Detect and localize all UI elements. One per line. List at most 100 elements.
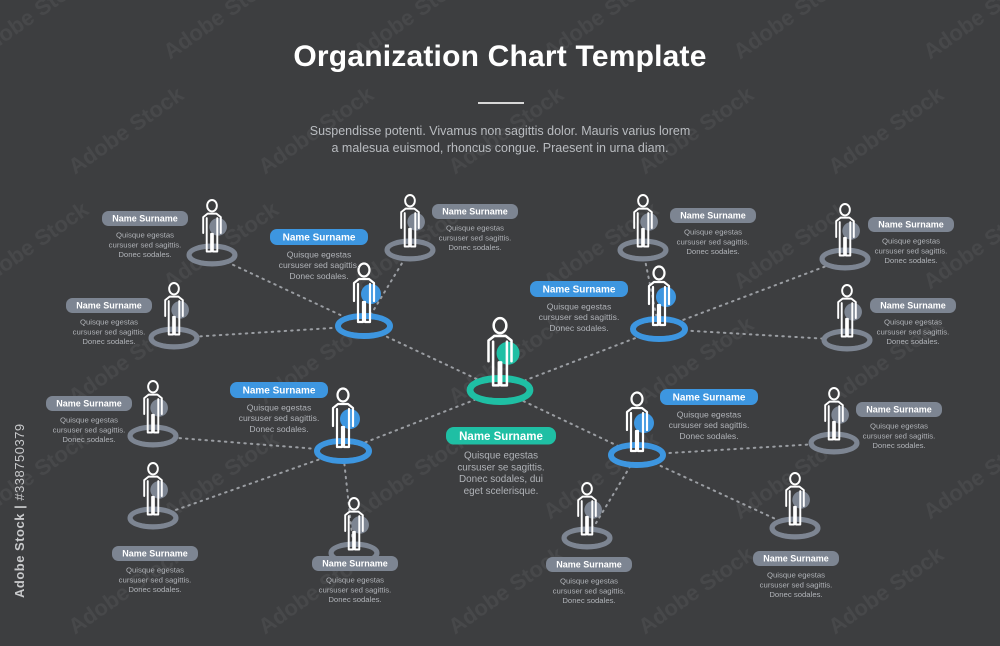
person-name: Name Surname: [459, 431, 543, 443]
person-description: Quisque egestas: [326, 576, 384, 585]
stock-brand: Adobe Stock: [12, 513, 27, 598]
connector-line: [363, 249, 411, 327]
person-body: [400, 207, 420, 248]
person-head: [404, 194, 416, 208]
person-description: Quisque egestas: [677, 410, 742, 420]
platform-hole: [191, 248, 233, 262]
person-body: [625, 406, 649, 453]
person-name: Name Surname: [122, 549, 188, 559]
person-description: Quisque egestas: [247, 403, 312, 413]
manager-person: [314, 387, 372, 464]
connector-line: [636, 454, 796, 529]
person-description: Quisque egestas: [126, 566, 184, 575]
person-description: Donec sodales.: [128, 585, 181, 594]
platform-hole: [774, 521, 816, 535]
stock-id: #338750379: [12, 423, 27, 501]
person-description: Quisque egestas: [60, 416, 118, 425]
person-head: [841, 284, 853, 298]
person-body: [143, 475, 163, 516]
platform-hole: [824, 252, 866, 266]
stock-watermark-side: Adobe Stock | #338750379: [12, 423, 27, 598]
person-description: Quisque egestas: [767, 571, 825, 580]
person-description: Quisque egestas: [464, 450, 538, 461]
person-body: [633, 207, 653, 248]
person-description: cursuser sed sagittis.: [553, 586, 626, 595]
connector-line: [658, 328, 848, 341]
member-person: [819, 203, 871, 271]
member-person: [561, 482, 613, 550]
name-badge: [530, 281, 628, 297]
person-body: [164, 295, 184, 336]
person-name: Name Surname: [880, 301, 946, 311]
person-name: Name Surname: [673, 393, 746, 404]
member-person: [769, 472, 821, 540]
root-person: [466, 316, 534, 405]
person-name: Name Surname: [680, 211, 746, 221]
name-badge: [870, 298, 956, 313]
person-description: cursuser sed sagittis.: [53, 425, 126, 434]
person-head: [828, 387, 840, 401]
watermark-text: Adobe Stock: [64, 81, 189, 179]
person-description: Quisque egestas: [446, 224, 504, 233]
name-badge: [546, 557, 632, 572]
person-head: [206, 199, 218, 213]
watermark-text: Adobe Stock: [824, 81, 949, 179]
person-body: [202, 212, 222, 253]
person-body: [835, 216, 855, 257]
person-description: cursuser sed sagittis.: [669, 420, 750, 430]
person-description: Quisque egestas: [684, 228, 742, 237]
person-head: [839, 203, 851, 217]
platform-hole: [636, 322, 682, 336]
person-description: Donec sodales.: [249, 424, 308, 434]
member-person: [808, 387, 860, 455]
page-subtitle: Suspendisse potenti. Vivamus non sagitti…: [300, 123, 700, 157]
person-description: cursuser sed sagittis.: [863, 431, 936, 440]
person-description: Quisque egestas: [884, 318, 942, 327]
person-head: [581, 482, 593, 496]
platform-hole: [320, 444, 366, 458]
platform-hole: [566, 531, 608, 545]
platform-hole: [813, 436, 855, 450]
person-body: [352, 277, 376, 324]
person-description: cursuser sed sagittis.: [760, 580, 833, 589]
name-badge: [856, 402, 942, 417]
person-description: cursuser sed sagittis.: [239, 413, 320, 423]
title-divider: [478, 102, 524, 104]
person-head: [637, 194, 649, 208]
connector-line: [636, 442, 835, 456]
person-description: Quisque egestas: [560, 577, 618, 586]
watermark-text: Adobe Stock: [444, 541, 569, 639]
person-body: [331, 402, 355, 449]
platform-hole: [622, 243, 664, 257]
person-description: cursuser sed sagittis.: [109, 240, 182, 249]
person-name: Name Surname: [763, 554, 829, 564]
person-description: Donec sodales.: [679, 431, 738, 441]
person-head: [357, 262, 371, 278]
watermark-text: Adobe Stock: [0, 196, 94, 294]
person-description: Donec sodales.: [328, 595, 381, 604]
person-description: Quisque egestas: [882, 237, 940, 246]
watermark-text: Adobe Stock: [919, 426, 1000, 524]
connector-line: [642, 249, 660, 330]
platform-hole: [389, 243, 431, 257]
name-badge: [753, 551, 839, 566]
person-body: [143, 393, 163, 434]
manager-person: [335, 262, 393, 339]
person-description: cursuser sed sagittis.: [119, 575, 192, 584]
name-badge: [270, 229, 368, 245]
person-description: Quisque egestas: [116, 231, 174, 240]
member-person: [384, 194, 436, 262]
page-title: Organization Chart Template: [293, 40, 707, 73]
person-description: Donec sodales.: [562, 596, 615, 605]
person-body: [487, 334, 513, 387]
person-name: Name Surname: [76, 301, 142, 311]
person-head: [168, 282, 180, 296]
person-description: cursuser sed sagittis.: [73, 327, 146, 336]
